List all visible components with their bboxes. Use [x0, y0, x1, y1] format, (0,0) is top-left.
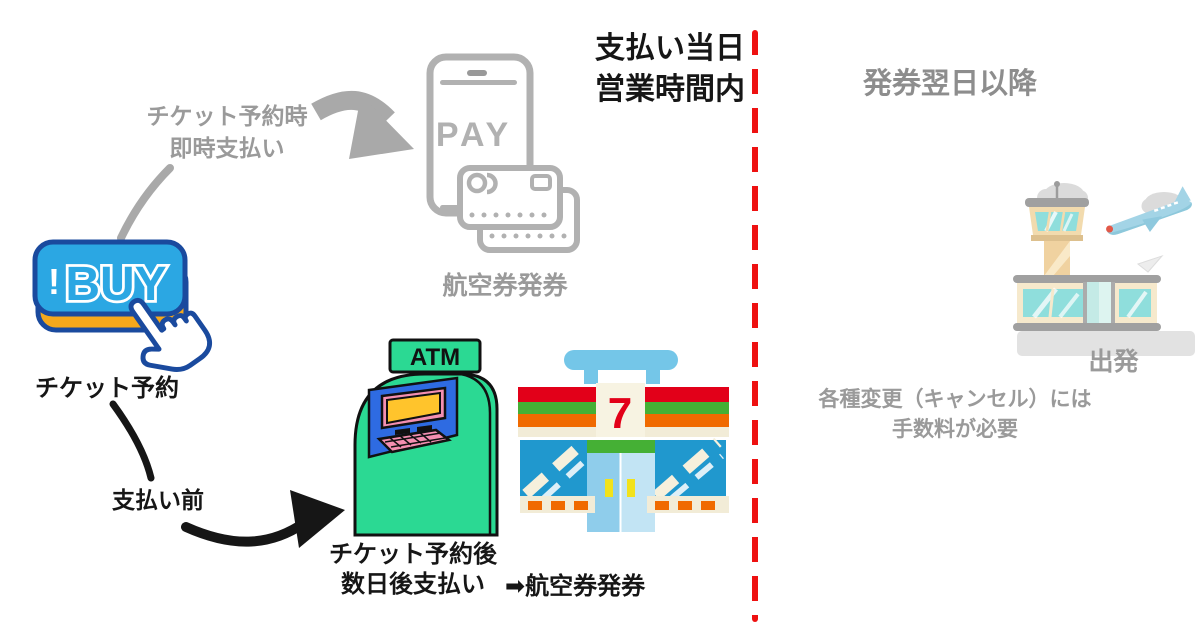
store-doors [587, 453, 655, 532]
section-divider-line [752, 30, 758, 622]
buy-button-illustration: ! BUY [32, 239, 213, 372]
airplane-icon [1106, 186, 1192, 235]
paper-plane-icon [1136, 254, 1164, 273]
ticketing-label-deferred: ➡航空券発券 [505, 573, 646, 600]
phone-pay-icon: PAY [426, 53, 580, 253]
buy-button-text: BUY [65, 258, 166, 311]
gray-arrow-icon [311, 90, 414, 159]
ticket-booking-label: チケット予約 [35, 375, 179, 402]
before-payment-label: 支払い前 [112, 487, 204, 513]
ground [1017, 331, 1195, 356]
same-day-header-line1: 支払い当日 [595, 32, 745, 65]
instant-payment-label: チケット予約時 即時支払い [120, 100, 334, 164]
same-day-header-line2: 営業時間内 [595, 73, 745, 106]
ticketing-label-immediate: 航空券発券 [442, 272, 568, 300]
buy-exclamation-text: ! [48, 261, 60, 302]
phone-speaker [467, 70, 487, 76]
hand-cursor-icon [128, 297, 213, 372]
deferred-payment-label-line2: 数日後支払い [341, 571, 485, 598]
store-base-left [520, 496, 595, 513]
store-sign-bar [564, 350, 678, 370]
store-stripes-left [518, 387, 596, 437]
store-stripes-right [645, 387, 729, 437]
black-arrow-icon [181, 490, 345, 548]
atm-icon: ATM [353, 338, 499, 537]
phone-pay-text: PAY [436, 116, 512, 154]
cancellation-note: 各種変更（キャンセル）には 手数料が必要 [790, 385, 1120, 445]
terminal-building [1013, 275, 1195, 356]
control-tower [1025, 181, 1089, 276]
atm-keypad [376, 428, 452, 454]
next-day-header: 発券翌日以降 [862, 68, 1037, 100]
store-base-right [647, 496, 729, 513]
deferred-payment-label: チケット予約後 数日後支払い [313, 540, 513, 600]
instant-payment-label-line1: チケット予約時 [146, 103, 308, 129]
cancellation-note-line2: 手数料が必要 [892, 418, 1018, 441]
convenience-store-icon: 7 [518, 350, 729, 532]
same-day-header: 支払い当日 営業時間内 [592, 28, 748, 110]
seven-logo: 7 [608, 389, 632, 438]
black-curve-connector [109, 400, 155, 482]
atm-screen [386, 391, 441, 425]
store-window-right [647, 437, 726, 501]
buy-button[interactable]: ! BUY [32, 239, 189, 333]
cancellation-note-line1: 各種変更（キャンセル）には [818, 388, 1092, 411]
gray-curve-connector [117, 164, 174, 242]
atm-sign-text: ATM [410, 344, 460, 371]
credit-cards-icon [457, 165, 580, 253]
airport-icon [1013, 181, 1195, 356]
departure-label: 出発 [1088, 348, 1139, 376]
store-window-left [520, 437, 595, 501]
instant-payment-label-line2: 即時支払い [169, 135, 285, 161]
deferred-payment-label-line1: チケット予約後 [329, 541, 497, 568]
